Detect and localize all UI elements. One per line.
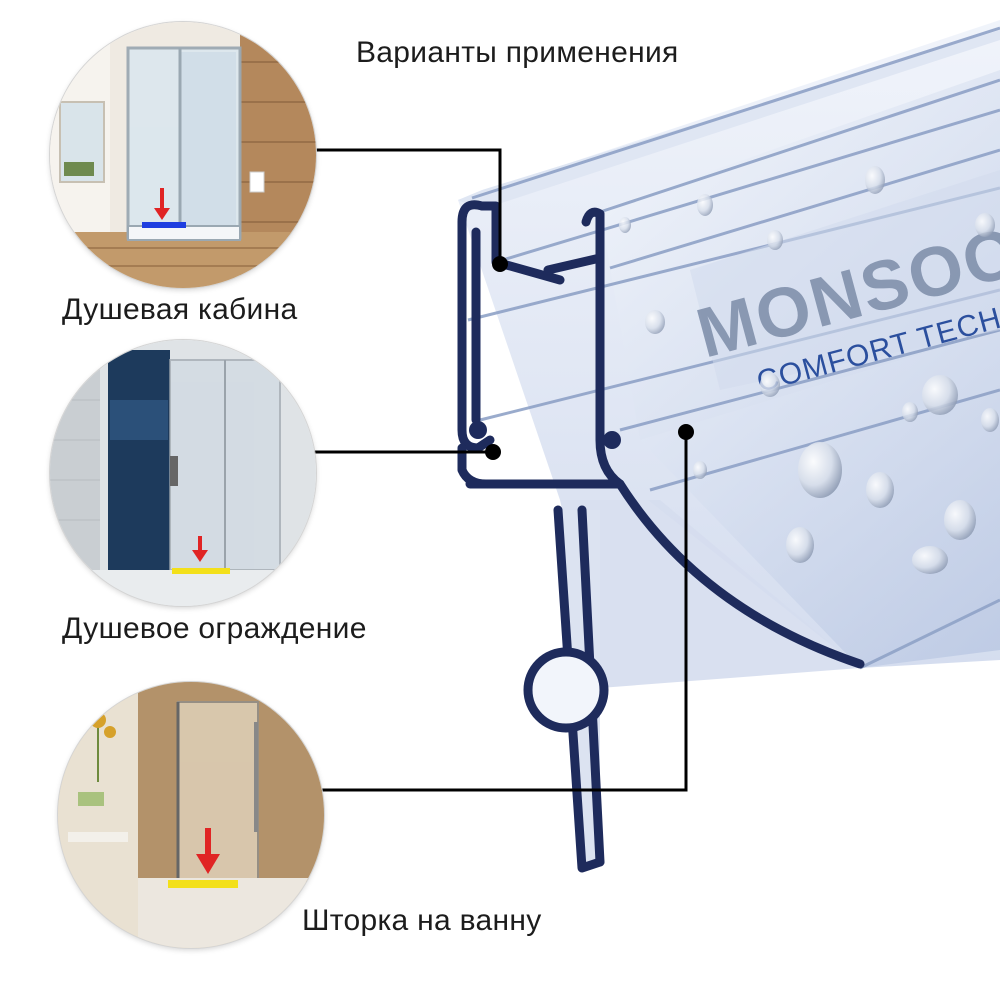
glass-shower-enclosure-photo — [50, 340, 316, 606]
water-drops — [619, 166, 999, 574]
section-title: Варианты применения — [356, 36, 679, 69]
bath-screen-photo — [58, 682, 324, 948]
application-label-cabin: Душевая кабина — [62, 293, 298, 326]
application-label-bath-screen: Шторка на ванну — [302, 904, 542, 937]
application-label-enclosure: Душевое ограждение — [62, 612, 367, 645]
shower-cabin-photo — [50, 22, 316, 288]
